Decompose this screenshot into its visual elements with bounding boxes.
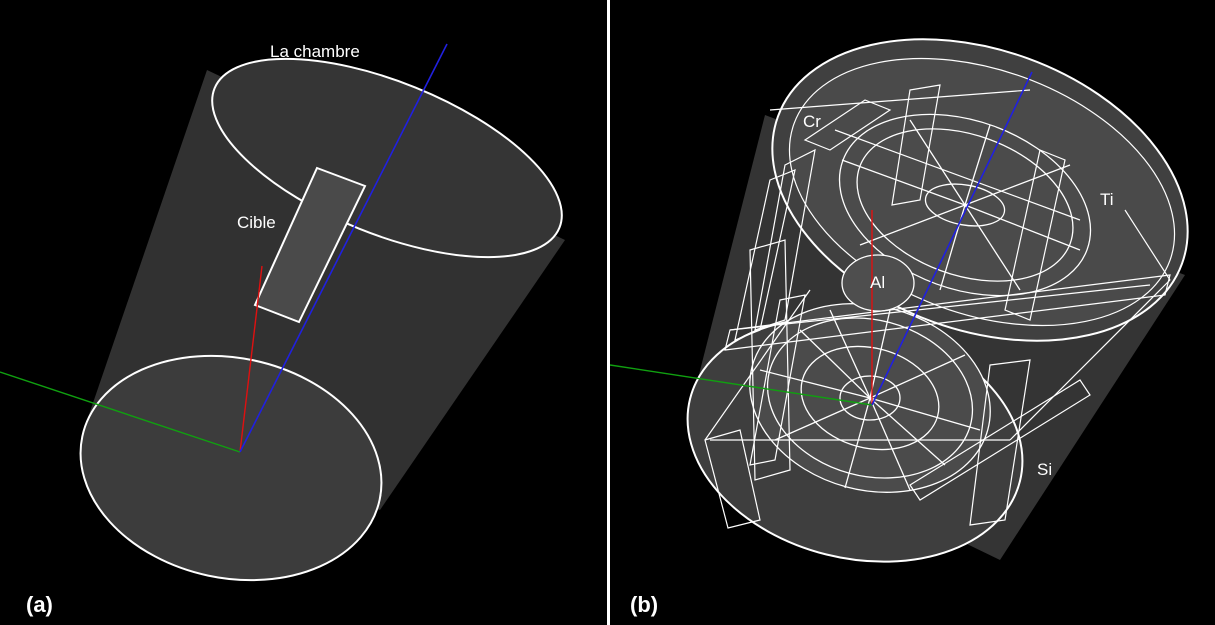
panel-b: Cr Ti Al Si (b) (610, 0, 1215, 625)
axis-z (239, 43, 448, 453)
chamber-top-cap (211, 57, 563, 259)
panel-a-scene (0, 43, 565, 582)
axis-y (0, 371, 241, 453)
panel-b-scene (610, 38, 1189, 563)
axis-x (239, 265, 263, 453)
support-frame (704, 84, 1171, 529)
label-al: Al (870, 273, 886, 292)
label-chamber: La chambre (270, 42, 360, 61)
label-target: Cible (237, 213, 276, 232)
chamber-bottom-cap (79, 354, 383, 582)
axis-y (610, 364, 873, 406)
target-plate (253, 166, 367, 324)
label-cr: Cr (803, 112, 821, 131)
label-si: Si (1037, 460, 1053, 479)
axis-z (871, 71, 1033, 406)
label-ti: Ti (1100, 190, 1114, 209)
panel-b-label: (b) (630, 592, 659, 617)
upper-detector (838, 113, 1092, 297)
lower-detector (749, 303, 991, 493)
panel-a: La chambre Cible (a) (0, 0, 607, 625)
panel-a-label: (a) (26, 592, 53, 617)
